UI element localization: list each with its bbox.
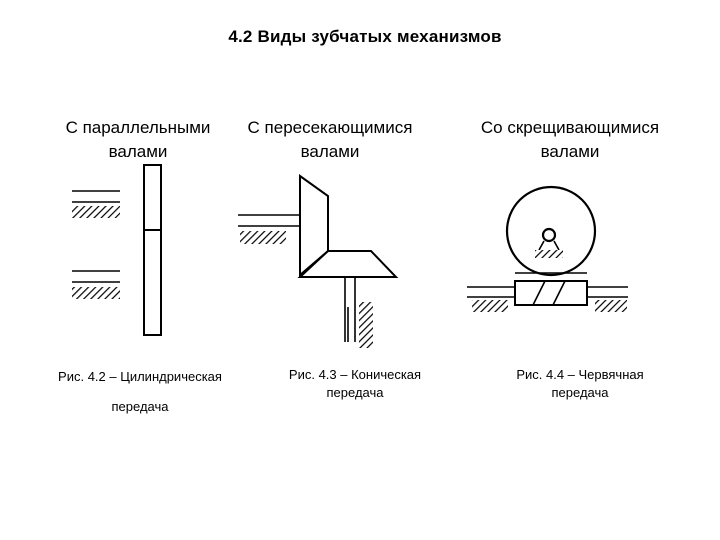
heading-crossing: Со скрещивающимися валами bbox=[455, 116, 685, 164]
caption-worm: Рис. 4.4 – Червячная передача bbox=[480, 366, 680, 402]
heading-parallel-line1: С параллельными bbox=[65, 118, 211, 137]
caption-bevel-line1: Рис. 4.3 – Коническая bbox=[288, 367, 422, 382]
worm-left-bearing-hatch bbox=[472, 300, 508, 312]
worm-thread-2 bbox=[552, 280, 566, 306]
worm-thread-1 bbox=[532, 280, 546, 306]
worm-body bbox=[514, 280, 588, 306]
worm-gear-diagram bbox=[467, 185, 628, 312]
heading-parallel-line2: валами bbox=[108, 142, 168, 161]
heading-crossing-line2: валами bbox=[540, 142, 600, 161]
caption-cylindrical-line1: Рис. 4.2 – Цилиндрическая bbox=[58, 369, 222, 384]
page-title: 4.2 Виды зубчатых механизмов bbox=[228, 27, 502, 46]
caption-bevel-line2: передача bbox=[326, 385, 384, 400]
caption-cylindrical-line2: передача bbox=[111, 399, 169, 414]
lower-bearing-hatch bbox=[72, 287, 120, 299]
heading-crossing-line1: Со скрещивающимися bbox=[480, 118, 660, 137]
heading-intersecting-line1: С пересекающимися bbox=[247, 118, 413, 137]
axis-support-right bbox=[553, 240, 560, 251]
caption-worm-line2: передача bbox=[551, 385, 609, 400]
heading-parallel: С параллельными валами bbox=[38, 116, 238, 164]
bevel-gear-diagram bbox=[238, 174, 399, 348]
heading-intersecting-line2: валами bbox=[300, 142, 360, 161]
worm-wheel-axis bbox=[541, 227, 557, 243]
cylindrical-gear-diagram bbox=[72, 164, 162, 336]
caption-bevel: Рис. 4.3 – Коническая передача bbox=[255, 366, 455, 402]
vertical-bearing-hatch bbox=[359, 302, 373, 348]
vertical-bevel-gear bbox=[299, 174, 329, 278]
horizontal-bevel-gear bbox=[297, 250, 399, 278]
horizontal-bearing-hatch bbox=[240, 231, 286, 244]
heading-intersecting: С пересекающимися валами bbox=[225, 116, 435, 164]
caption-worm-line1: Рис. 4.4 – Червячная bbox=[516, 367, 644, 382]
caption-cylindrical: Рис. 4.2 – Цилиндрическая передача bbox=[20, 368, 260, 416]
upper-bearing-hatch bbox=[72, 206, 120, 218]
axis-support-hatch bbox=[535, 250, 563, 258]
gear-pair-rect bbox=[143, 164, 162, 336]
worm-wheel-circle bbox=[505, 185, 597, 277]
worm-right-bearing-hatch bbox=[595, 300, 627, 312]
axis-support-left bbox=[538, 240, 545, 251]
